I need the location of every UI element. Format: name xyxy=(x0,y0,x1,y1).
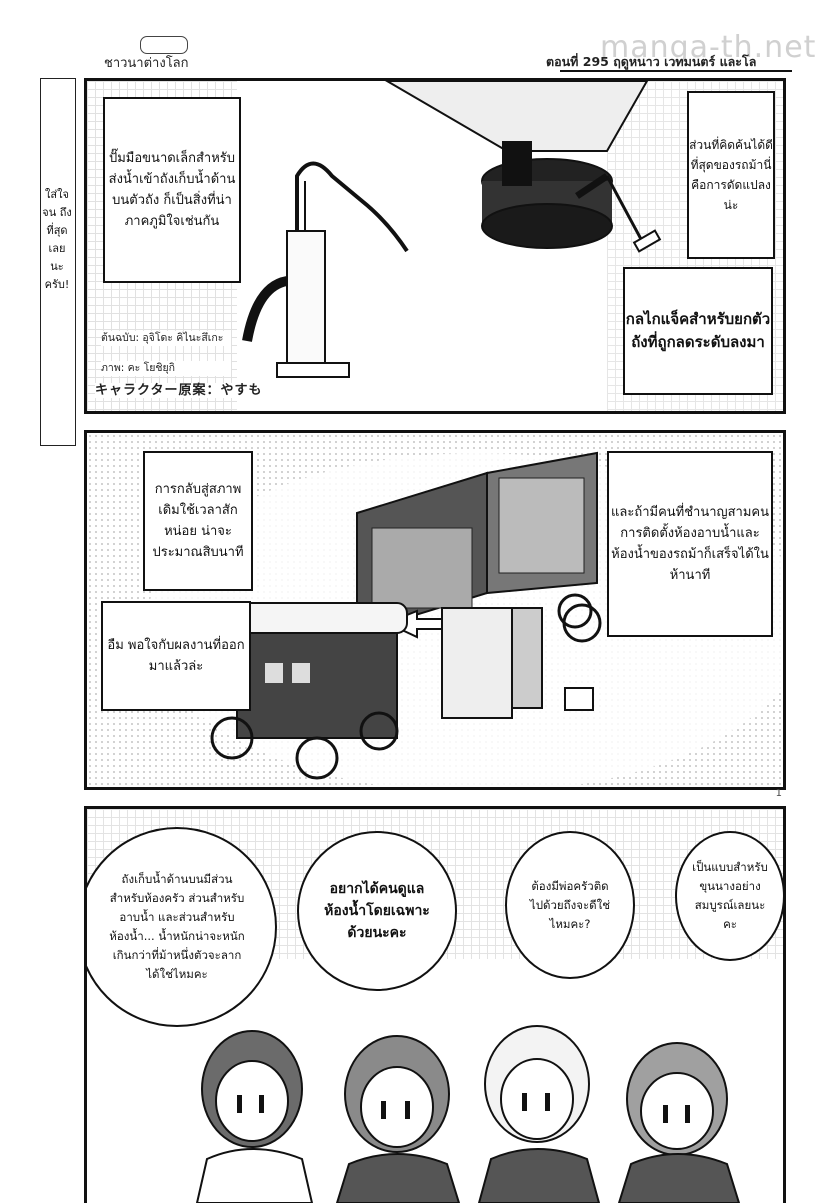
closed-carriage-wheel-middle xyxy=(295,736,339,780)
maid-3 xyxy=(477,1025,601,1203)
bath-booth xyxy=(441,607,513,719)
crank-arm xyxy=(575,173,609,199)
series-title: ชาวนาต่างโลก xyxy=(104,56,189,71)
closed-carriage-body xyxy=(236,617,398,739)
credit-artist: ภาพ: คะ โยชิยุกิ xyxy=(101,361,231,376)
panel-2-carriage-transform: การกลับสู่สภาพเดิมใช้เวลาสักหน่อย น่าจะป… xyxy=(84,430,786,790)
panel-3-maids-reaction: ถังเก็บน้ำด้านบนมีส่วนสำหรับห้องครัว ส่ว… xyxy=(84,806,786,1203)
carriage-window-2 xyxy=(292,663,310,683)
credit-character-design: キャラクター原案：やすも xyxy=(95,383,263,398)
wheel-front xyxy=(562,603,602,643)
chapter-title: ตอนที่ 295 ฤดูหนาว เวทมนตร์ และโล xyxy=(546,54,757,69)
small-toilet-fixture xyxy=(564,687,594,711)
speech-bubble-bath-attendant: อยากได้คนดูแลห้องน้ำโดยเฉพาะด้วยนะคะ xyxy=(297,831,457,991)
caption-best-invention: ส่วนที่คิดค้นได้ดีที่สุดของรถม้านี่คือกา… xyxy=(687,91,775,259)
maid-4 xyxy=(617,1042,741,1203)
jack-cylinder-base xyxy=(481,203,613,249)
carriage-underside xyxy=(385,81,649,152)
panel-3-artwork xyxy=(195,1025,741,1203)
panel-1-pump-and-jack: ปั๊มมือขนาดเล็กสำหรับส่งน้ำเข้าถังเก็บน้… xyxy=(84,78,786,414)
panel-1-artwork xyxy=(242,81,662,378)
jack-shaft xyxy=(502,141,532,186)
pump-handle xyxy=(295,161,409,253)
header-rule xyxy=(560,70,792,72)
side-note-column xyxy=(40,78,76,446)
caption-jack-mechanism: กลไกแจ็คสำหรับยกตัวถังที่ถูกลดระดับลงมา xyxy=(623,267,773,395)
speech-bubble-water-tank: ถังเก็บน้ำด้านบนมีส่วนสำหรับห้องครัว ส่ว… xyxy=(87,827,277,1027)
caption-restore-time: การกลับสู่สภาพเดิมใช้เวลาสักหน่อย น่าจะป… xyxy=(143,451,253,591)
speech-bubble-noble-design: เป็นแบบสำหรับขุนนางอย่างสมบูรณ์เลยนะคะ xyxy=(675,831,783,961)
wheel-rear xyxy=(557,593,593,629)
credit-original-author: ต้นฉบับ: อุจิโดะ คิไนะสึเกะ xyxy=(101,331,231,346)
bath-booth-side xyxy=(511,607,543,709)
closed-carriage-wheel-right xyxy=(359,711,399,751)
shelf-unit-left xyxy=(371,527,473,609)
closed-carriage-roof xyxy=(226,602,408,634)
side-note-text: ใส่ใจ จน ถึง ที่สุด เลย นะ ครับ! xyxy=(42,188,72,291)
crank-handle xyxy=(632,229,662,253)
caption-setup-five-minutes: และถ้ามีคนที่ชำนาญสามคน การติดตั้งห้องอา… xyxy=(607,451,773,637)
speech-bubble-cook: ต้องมีพ่อครัวติดไปด้วยถึงจะดีใช่ไหมคะ? xyxy=(505,831,635,979)
maid-2 xyxy=(335,1035,461,1203)
pump-body xyxy=(286,230,326,372)
series-logo-scribble xyxy=(140,36,188,54)
caption-satisfied: อืม พอใจกับผลงานที่ออกมาแล้วล่ะ xyxy=(101,601,251,711)
caption-pump: ปั๊มมือขนาดเล็กสำหรับส่งน้ำเข้าถังเก็บน้… xyxy=(103,97,241,283)
page-number: 1 xyxy=(775,788,782,799)
site-watermark: manga-th.net xyxy=(600,30,817,65)
closed-carriage-wheel-left xyxy=(210,716,254,760)
carriage-window-1 xyxy=(265,663,283,683)
maid-1 xyxy=(195,1030,314,1203)
crank-rod xyxy=(605,175,644,242)
pump-base xyxy=(276,362,350,378)
pump-spout-pipe xyxy=(242,276,289,342)
shelf-unit-right xyxy=(498,477,585,574)
